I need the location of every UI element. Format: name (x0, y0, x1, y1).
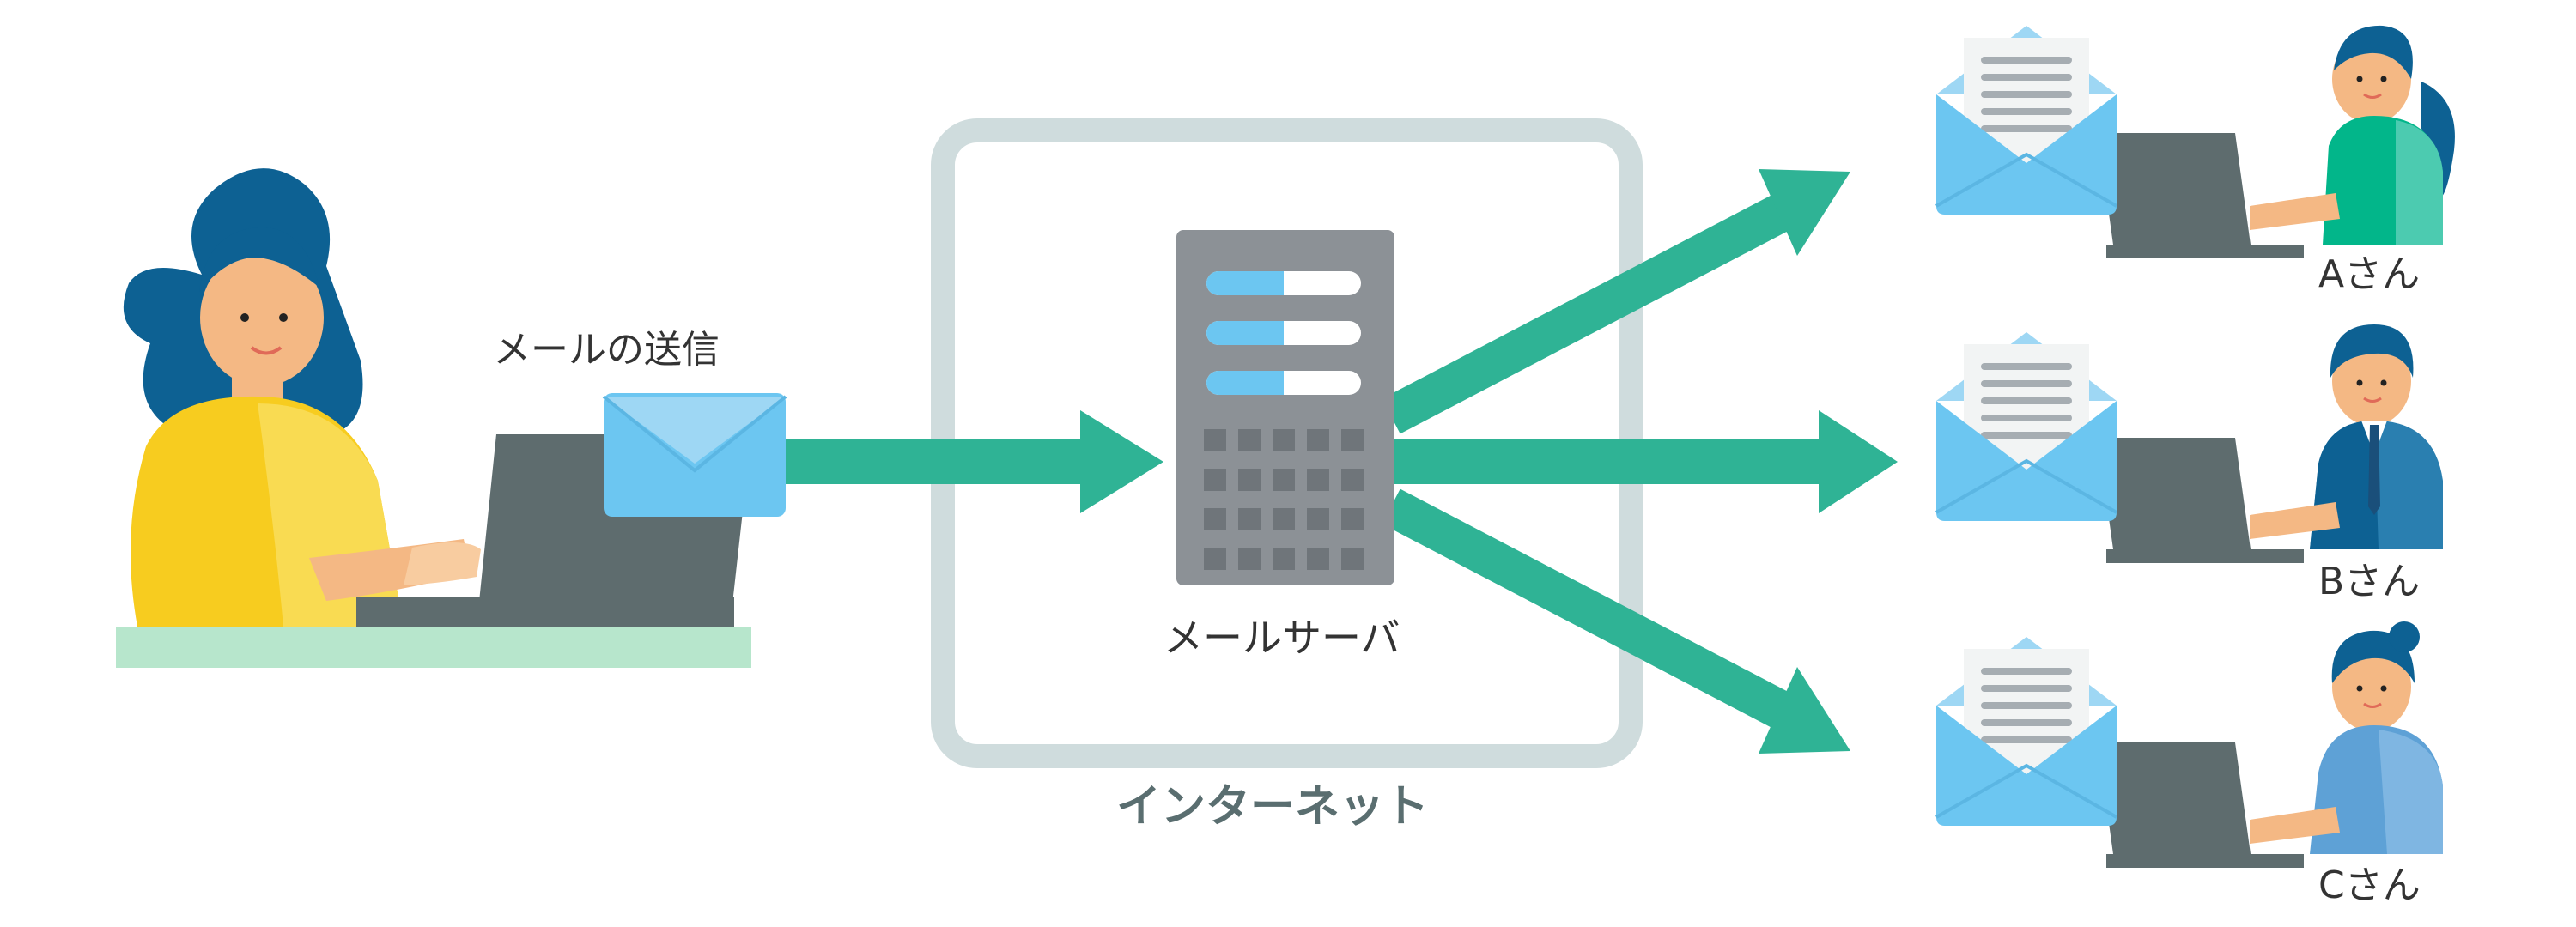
mail-b-icon (1935, 330, 2118, 523)
arrow-to-b (1391, 410, 1898, 513)
recipient-a-icon (2098, 25, 2455, 258)
recipient-b-icon (2098, 324, 2443, 563)
mail-a-icon (1935, 24, 2118, 216)
recipient-b-label: Bさん (2318, 560, 2421, 603)
sender-woman-icon (116, 168, 751, 668)
recipient-a-label: Aさん (2318, 252, 2421, 296)
arrow-to-c (1382, 488, 1850, 754)
server-icon (1176, 230, 1394, 585)
mail-c-icon (1935, 635, 2118, 827)
arrow-sender-to-server (773, 410, 1163, 513)
send-label: メールの送信 (493, 328, 720, 372)
arrow-to-a (1382, 169, 1850, 434)
server-label: メールサーバ (1163, 615, 1400, 661)
recipient-c-label: Cさん (2318, 863, 2421, 907)
sending-envelope-icon (602, 393, 787, 517)
recipient-c-icon (2098, 621, 2443, 868)
internet-label: インターネット (1116, 781, 1430, 833)
